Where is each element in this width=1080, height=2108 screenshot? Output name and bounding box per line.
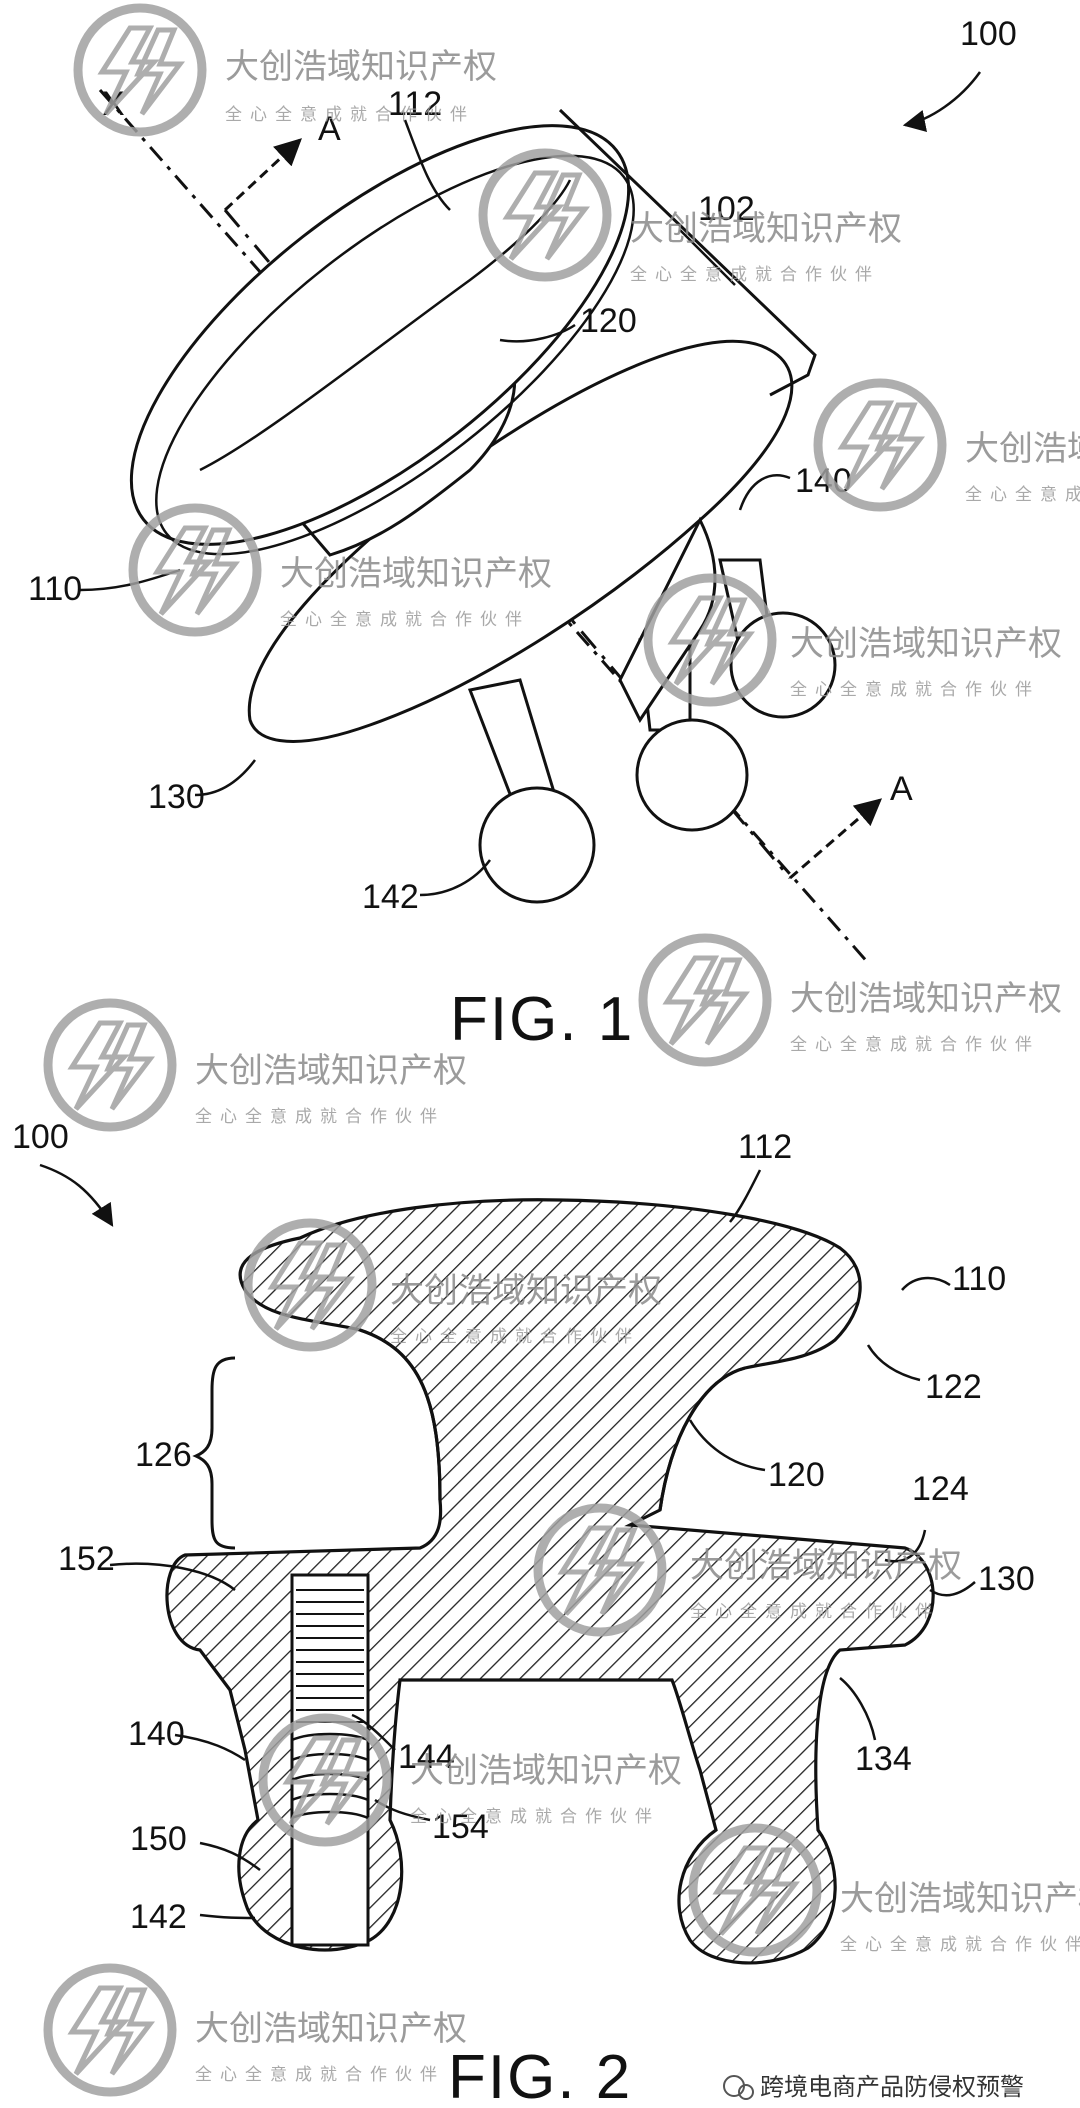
watermark-title: 大创浩域知识产权 xyxy=(840,1879,1080,1919)
watermark-slogan: 全心全意成就合作伙伴 xyxy=(280,610,530,630)
watermark-slogan: 全心全意成就合作伙伴 xyxy=(195,2065,445,2085)
fig1-top-cap xyxy=(129,124,631,546)
watermark-slogan: 全心全意成就合作伙伴 xyxy=(195,1107,445,1127)
fig1-label-112: 112 xyxy=(388,85,442,123)
fig2-bracket-126 xyxy=(192,1356,236,1550)
fig2-label-134: 134 xyxy=(855,1740,912,1778)
section-arrow-bottom xyxy=(789,798,883,880)
fig2-label-144: 144 xyxy=(398,1738,455,1776)
watermark-9: 大创浩域知识产权 全心全意成就合作伙伴 xyxy=(538,1508,962,1632)
fig1-label-110: 110 xyxy=(28,570,82,608)
watermark-4: 大创浩域知识产权 全心全意成就合作伙伴 xyxy=(133,508,552,632)
watermark-10: 大创浩域知识产权 全心全意成就合作伙伴 xyxy=(263,1718,682,1842)
fig2-label-130: 130 xyxy=(978,1560,1035,1598)
watermark-slogan: 全心全意成就合作伙伴 xyxy=(790,1035,1040,1055)
watermark-title: 大创浩域知识产权 xyxy=(790,624,1062,664)
fig1-label-102: 102 xyxy=(698,190,755,228)
watermark-title: 大创浩域知识产权 xyxy=(225,47,497,87)
fig2-label-152: 152 xyxy=(58,1540,115,1578)
watermark-logo-icon xyxy=(78,8,202,132)
fig1-label-130: 130 xyxy=(148,778,205,816)
watermark-7: 大创浩域知识产权 全心全意成就合作伙伴 xyxy=(48,1003,467,1127)
fig2-label-142: 142 xyxy=(130,1898,187,1936)
fig2-label-112: 112 xyxy=(738,1128,792,1166)
fig2-screw-bore xyxy=(290,1573,370,1947)
figure-1: 100 X A 112 102 120 140 110 130 142 A FI… xyxy=(28,15,1017,1054)
fig2-label-150: 150 xyxy=(130,1820,187,1858)
watermark-title: 大创浩域知识产权 xyxy=(690,1546,962,1586)
fig1-caption: FIG. 1 xyxy=(450,985,634,1054)
watermark-3: 大创浩域知识产权 全心全意成就合作伙伴 xyxy=(818,383,1080,507)
fig1-cavity-outline xyxy=(558,108,817,397)
watermark-12: 大创浩域知识产权 全心全意成就合作伙伴 xyxy=(48,1968,467,2092)
fig1-label-142: 142 xyxy=(362,878,419,916)
watermark-slogan: 全心全意成就合作伙伴 xyxy=(840,1935,1080,1955)
watermark-11: 大创浩域知识产权 全心全意成就合作伙伴 xyxy=(693,1828,1080,1955)
fig1-posts xyxy=(467,558,837,904)
fig2-label-124: 124 xyxy=(912,1470,969,1508)
watermark-group: 大创浩域知识产权 全心全意成就合作伙伴 大创浩域知识产权 全心全意成就合作伙伴 … xyxy=(48,8,1080,2092)
fig1-label-section-bottom: A xyxy=(890,770,913,808)
watermark-title: 大创浩域知识产权 xyxy=(630,209,902,249)
wechat-badge-text: 跨境电商产品防侵权预警 xyxy=(760,2073,1024,2101)
watermark-title: 大创浩域知识产权 xyxy=(390,1271,662,1311)
watermark-title: 大创浩域知识产权 xyxy=(790,979,1062,1019)
watermark-5: 大创浩域知识产权 全心全意成就合作伙伴 xyxy=(648,578,1062,702)
fig2-label-device: 100 xyxy=(12,1118,69,1156)
fig1-label-120: 120 xyxy=(580,302,637,340)
fig1-label-section-top: A xyxy=(318,110,341,148)
watermark-logo-icon xyxy=(818,383,942,507)
fig2-label-154: 154 xyxy=(432,1808,489,1846)
watermark-1: 大创浩域知识产权 全心全意成就合作伙伴 xyxy=(78,8,497,132)
fig2-label-126: 126 xyxy=(135,1436,192,1474)
watermark-8: 大创浩域知识产权 全心全意成就合作伙伴 xyxy=(248,1223,662,1347)
wechat-badge: 跨境电商产品防侵权预警 xyxy=(723,2073,1024,2101)
watermark-title: 大创浩域知识产权 xyxy=(965,429,1080,469)
watermark-slogan: 全心全意成就合作伙伴 xyxy=(390,1327,640,1347)
fig2-caption: FIG. 2 xyxy=(448,2043,632,2108)
watermark-logo-icon xyxy=(48,1003,172,1127)
fig2-label-110: 110 xyxy=(952,1260,1006,1298)
watermark-logo-icon xyxy=(643,938,767,1062)
fig2-screw-threads xyxy=(296,1589,364,1723)
watermark-slogan: 全心全意成就合作伙伴 xyxy=(690,1602,940,1622)
watermark-title: 大创浩域知识产权 xyxy=(195,2009,467,2049)
watermark-6: 大创浩域知识产权 全心全意成就合作伙伴 xyxy=(643,938,1062,1062)
watermark-slogan: 全心全意成就合作伙伴 xyxy=(225,105,475,125)
watermark-slogan: 全心全意成就合作伙伴 xyxy=(630,265,880,285)
watermark-title: 大创浩域知识产权 xyxy=(280,554,552,594)
watermark-2: 大创浩域知识产权 全心全意成就合作伙伴 xyxy=(483,153,902,285)
watermark-slogan: 全心全意成就合作伙伴 xyxy=(790,680,1040,700)
fig2-label-120: 120 xyxy=(768,1456,825,1494)
fig2-label-122: 122 xyxy=(925,1368,982,1406)
watermark-title: 大创浩域知识产权 xyxy=(195,1051,467,1091)
section-arrow-top xyxy=(223,138,302,212)
watermark-slogan: 全心全意成就合作伙伴 xyxy=(410,1807,660,1827)
watermark-slogan: 全心全意成就合作伙伴 xyxy=(965,485,1080,505)
fig2-label-140: 140 xyxy=(128,1715,185,1753)
watermark-title: 大创浩域知识产权 xyxy=(410,1751,682,1791)
fig1-label-device: 100 xyxy=(960,15,1017,53)
watermark-logo-icon xyxy=(48,1968,172,2092)
watermark-logo-icon xyxy=(133,508,257,632)
